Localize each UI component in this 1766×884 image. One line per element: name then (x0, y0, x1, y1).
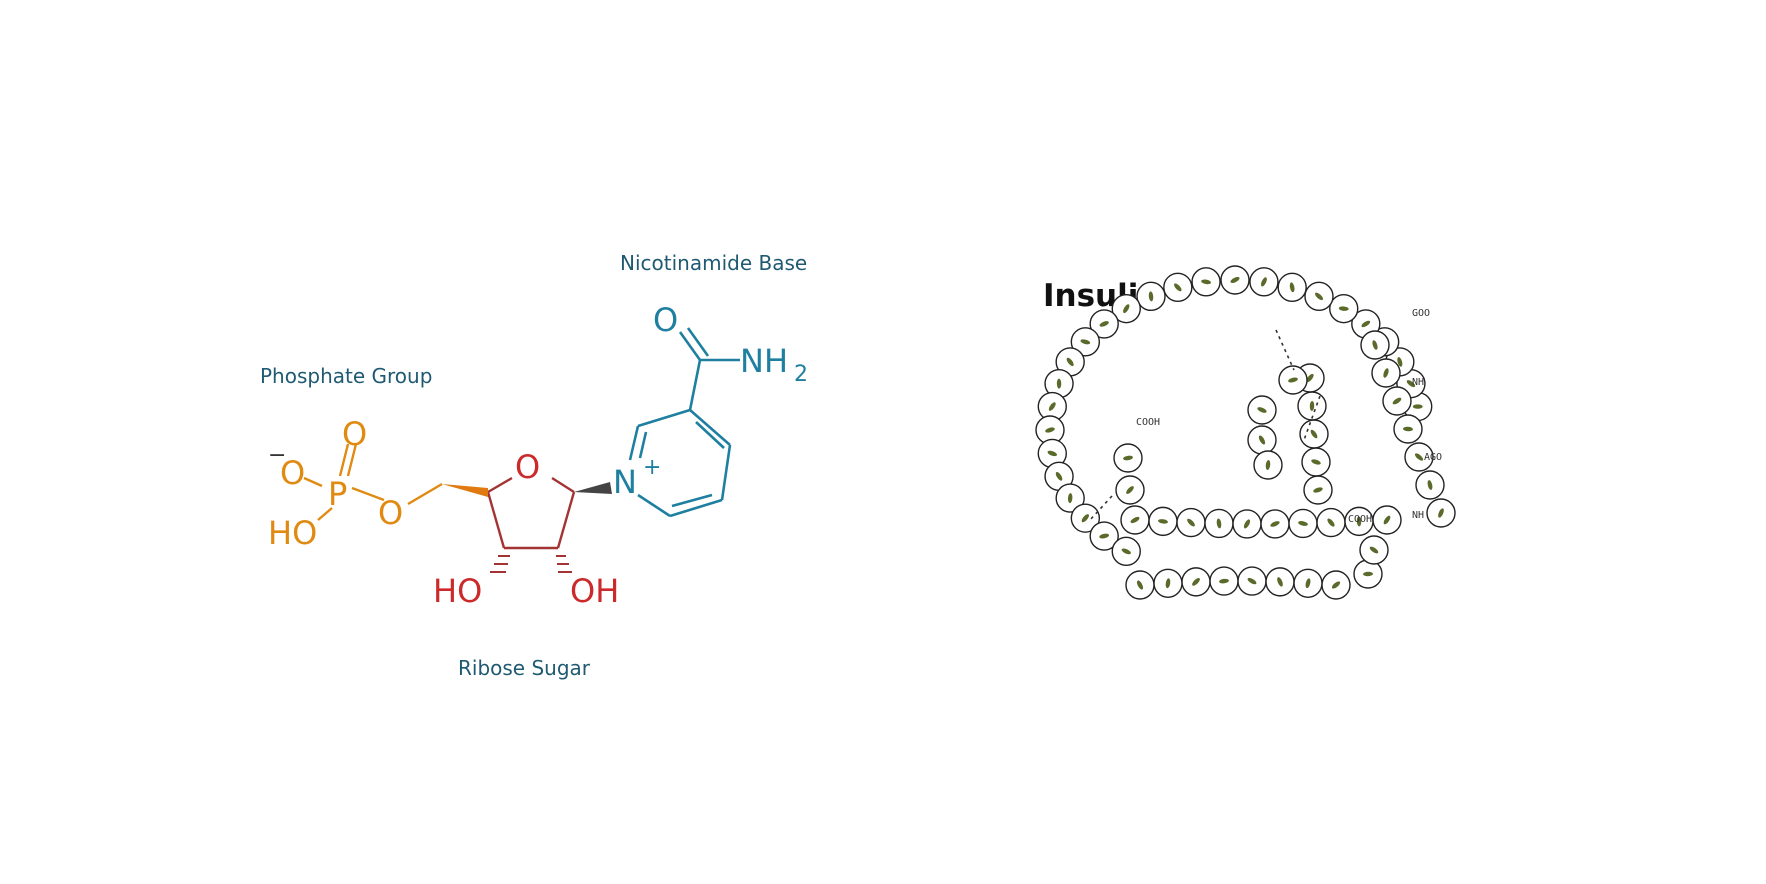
bead-glyph (1270, 521, 1280, 527)
top-right-label: GOO (1412, 308, 1430, 319)
bead-glyph (1260, 277, 1267, 287)
bead-glyph (1165, 578, 1171, 589)
bead-glyph (1289, 282, 1295, 293)
nicotinamide-base-label: Nicotinamide Base (620, 251, 807, 275)
bead-glyph (1216, 518, 1222, 529)
bead-glyph (1310, 429, 1318, 439)
bead-glyph (1099, 321, 1109, 327)
phosphate-top-oxygen: O (342, 415, 367, 453)
bead-glyph (1048, 402, 1056, 411)
phosphate-group-label: Phosphate Group (260, 364, 432, 388)
bead-glyph (1363, 571, 1373, 577)
bead-glyph (1383, 368, 1389, 378)
bead-glyph (1080, 339, 1091, 345)
bead-glyph (1327, 518, 1335, 527)
bead-glyph (1258, 435, 1266, 445)
ring-nitrogen: N (613, 463, 637, 501)
bead-glyph (1298, 521, 1308, 526)
bead-glyph (1230, 277, 1240, 283)
bead-glyph (1372, 340, 1378, 350)
amide-subscript: 2 (794, 362, 808, 387)
bead-glyph (1406, 380, 1416, 388)
bead-glyph (1247, 577, 1257, 585)
bead-glyph (1099, 533, 1110, 539)
carbonyl-oxygen: O (653, 301, 678, 339)
bead-glyph (1392, 397, 1402, 405)
nh-lower-label: NH (1412, 510, 1424, 521)
bead-glyph (1403, 426, 1413, 432)
bead-glyph (1306, 373, 1314, 383)
phosphate-anion-oxygen: O (280, 454, 305, 492)
bead-glyph (1174, 283, 1182, 292)
bead-glyph (1056, 378, 1062, 389)
ribose-oh-right: OH (570, 572, 619, 610)
bead-glyph (1130, 516, 1140, 524)
bead-glyph (1277, 577, 1283, 587)
bead-glyph (1383, 515, 1391, 525)
bead-glyph (1305, 578, 1311, 589)
bead-glyph (1148, 291, 1154, 302)
ribose-hash-bonds (490, 555, 572, 573)
bead-glyph (1243, 519, 1251, 529)
bead-glyph (1311, 459, 1321, 465)
bead-glyph (1192, 578, 1200, 586)
ribose-ho-left: HO (433, 572, 482, 610)
bead-glyph (1081, 514, 1090, 523)
nitrogen-charge: + (643, 455, 661, 480)
cooh-lower-label: COOH (1348, 514, 1372, 525)
bead-glyph (1414, 453, 1424, 461)
bridge-oxygen: O (378, 494, 403, 532)
insulin-diagram: Insulin COOH COOH GOO NH AGO NH (1035, 265, 1456, 600)
bead-glyph (1219, 578, 1229, 584)
bead-glyph (1047, 450, 1058, 457)
bead-glyph (1412, 404, 1423, 409)
phosphate-bonds (303, 443, 443, 521)
bead-glyph (1067, 493, 1073, 504)
bead-glyph (1158, 519, 1168, 524)
phosphate-ho: HO (268, 514, 317, 552)
phosphate-minus-sign: − (268, 443, 286, 468)
ribose-bonds (486, 476, 576, 550)
disulfide-bonds (1089, 329, 1321, 521)
bead-glyph (1361, 320, 1371, 328)
ribose-n-wedge (574, 482, 612, 494)
bead-glyph (1123, 455, 1133, 461)
mid-right-label: AGO (1424, 452, 1442, 463)
bead-glyph (1136, 580, 1144, 590)
ring-oxygen: O (515, 448, 540, 486)
cooh-inner-label: COOH (1136, 417, 1160, 428)
bead-glyph (1257, 407, 1267, 413)
bead-glyph (1055, 471, 1063, 481)
bead-glyph (1397, 357, 1403, 367)
bead-glyph (1121, 548, 1131, 555)
insulin-bead-chain (1035, 265, 1456, 600)
bead-glyph (1356, 516, 1362, 527)
ribose-sugar-label: Ribose Sugar (458, 656, 591, 680)
bead-glyph (1066, 357, 1074, 367)
bead-glyph (1427, 480, 1433, 490)
bead-glyph (1123, 304, 1130, 314)
bead-glyph (1309, 401, 1315, 411)
ribose-ch2-wedge (442, 484, 488, 497)
bead-glyph (1313, 487, 1323, 493)
nad-structure: Nicotinamide Base Phosphate Group Ribose… (260, 251, 808, 680)
bead-glyph (1338, 306, 1349, 311)
bead-glyph (1288, 377, 1298, 383)
bead-glyph (1369, 546, 1379, 554)
bead-glyph (1331, 581, 1341, 589)
bead-glyph (1314, 292, 1323, 301)
bead-glyph (1045, 427, 1055, 433)
bead-glyph (1126, 486, 1134, 494)
amide-nh: NH (740, 342, 788, 380)
nicotinamide-bonds (628, 327, 740, 518)
bead-glyph (1438, 508, 1444, 518)
nh-top-label: NH (1412, 377, 1424, 388)
bead-glyph (1201, 279, 1211, 285)
phosphorus-atom: P (328, 475, 347, 513)
bead-glyph (1187, 518, 1195, 527)
bead-glyph (1265, 460, 1271, 470)
